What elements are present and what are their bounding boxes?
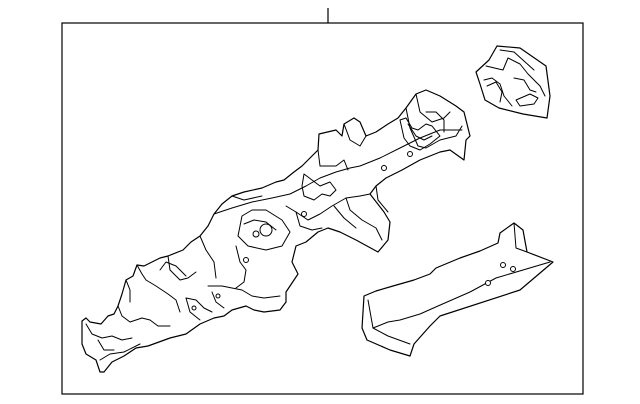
reinforcement-plate-part xyxy=(361,222,554,357)
rail-hole-1 xyxy=(381,165,387,171)
rail-hole-small xyxy=(252,230,260,238)
rail-hole-6 xyxy=(191,305,197,311)
plate-hole-2 xyxy=(500,262,506,268)
frame-rail-part xyxy=(81,89,471,373)
rail-hole-5 xyxy=(215,293,221,299)
rail-hole-3 xyxy=(301,211,307,217)
bracket-part xyxy=(475,45,551,119)
rail-hole-2 xyxy=(407,151,413,157)
plate-hole-1 xyxy=(485,280,491,286)
rail-hole-large xyxy=(259,223,273,237)
diagram-frame-box xyxy=(61,22,584,395)
plate-hole-3 xyxy=(510,266,516,272)
rail-hole-4 xyxy=(243,257,249,263)
